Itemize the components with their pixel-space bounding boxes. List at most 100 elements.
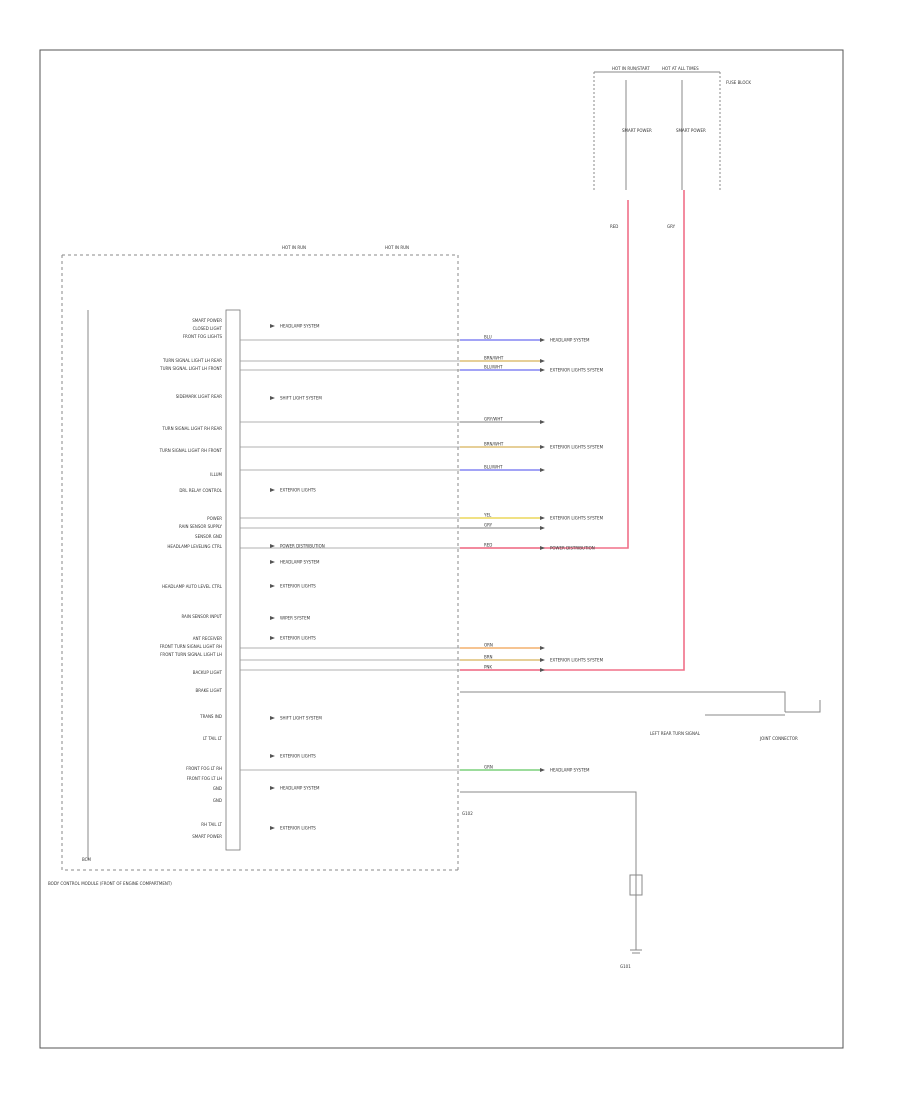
pin-label: GND (213, 786, 222, 791)
pin-label: ANT RECEIVER (193, 636, 223, 641)
wire-label: GRY/WHT (484, 417, 503, 422)
pin-label: FRONT TURN SIGNAL LIGHT LH (160, 652, 222, 657)
pin-label: POWER (207, 516, 222, 521)
circuit-wires: BLU HEADLAMP SYSTEM BRN/WHT BLU/WHT EXTERIOR… (240, 335, 604, 773)
pin-label: ILLUM (210, 472, 222, 477)
top-wire-label-2: GRY (667, 224, 676, 229)
pin-label: TURN SIGNAL LIGHT LH REAR (162, 358, 222, 363)
connector-arrow (540, 546, 545, 550)
ref-arrow (270, 584, 275, 588)
pin-label: RH TAIL LT (201, 822, 222, 827)
ref-arrow (270, 716, 275, 720)
pin-label: LT TAIL LT (203, 736, 223, 741)
ref-label: EXTERIOR LIGHTS (280, 754, 316, 759)
connector-arrow (540, 368, 545, 372)
wire-label: BLU/WHT (484, 465, 503, 470)
ref-arrow (270, 826, 275, 830)
diagram-frame (39, 49, 844, 1049)
top-fuse-1: SMART POWER (622, 128, 652, 133)
wire-label: BLU (484, 335, 492, 340)
top-wire-label-1: RED (610, 224, 618, 229)
pin-label: FRONT FOG LIGHTS (183, 334, 223, 339)
red-wires (460, 190, 685, 671)
relay-label-2: HOT IN RUN (385, 245, 409, 250)
pin-label: HEADLAMP AUTO LEVEL CTRL (162, 584, 223, 589)
pin-label: SMART POWER (192, 834, 222, 839)
connector-arrow (540, 658, 545, 662)
ref-label: SHIFT LIGHT SYSTEM (280, 716, 322, 721)
right-ref-label: HEADLAMP SYSTEM (550, 768, 590, 773)
ground-label-2: G102 (462, 811, 473, 816)
bcm-label: BCM (82, 857, 91, 862)
top-fuse-2: SMART POWER (676, 128, 706, 133)
bottom-left-note: BODY CONTROL MODULE (FRONT OF ENGINE COM… (48, 881, 172, 886)
ref-label: HEADLAMP SYSTEM (280, 560, 320, 565)
pin-label: BRAKE LIGHT (196, 688, 223, 693)
wire-label: GRY (484, 523, 493, 528)
reference-arrows: HEADLAMP SYSTEM SHIFT LIGHT SYSTEM EXTERIO… (270, 324, 325, 831)
right-ref-label: EXTERIOR LIGHTS SYSTEM (550, 516, 604, 521)
wire-label: GRN (484, 765, 493, 770)
connector-label: JOINT CONNECTOR (759, 736, 798, 741)
right-ref-label: EXTERIOR LIGHTS SYSTEM (550, 658, 604, 663)
connector-arrow (540, 768, 545, 772)
ground-label-1: G101 (620, 964, 631, 969)
pin-label: RAIN SENSOR INPUT (181, 614, 222, 619)
connector-arrow (540, 668, 545, 672)
top-fuse-module: HOT IN RUN/START HOT AT ALL TIMES FUSE B… (593, 66, 751, 229)
ref-arrow (270, 544, 275, 548)
pin-label: SENSOR GND (195, 534, 222, 539)
ref-label: HEADLAMP SYSTEM (280, 786, 320, 791)
ref-label: EXTERIOR LIGHTS (280, 584, 316, 589)
top-module-right-label: HOT AT ALL TIMES (662, 66, 699, 71)
connector-arrow (540, 646, 545, 650)
connector-arrow (540, 338, 545, 342)
bcm-connector (225, 309, 241, 851)
connector-arrow (540, 420, 545, 424)
ref-label: EXTERIOR LIGHTS (280, 636, 316, 641)
ref-arrow (270, 396, 275, 400)
right-ref-label: EXTERIOR LIGHTS SYSTEM (550, 445, 604, 450)
ref-arrow (270, 754, 275, 758)
sensor-label: LEFT REAR TURN SIGNAL (650, 731, 701, 736)
pin-label: FRONT FOG LT LH (187, 776, 222, 781)
connector-arrow (540, 516, 545, 520)
pin-label: FRONT FOG LT RH (186, 766, 222, 771)
pin-label: HEADLAMP LEVELING CTRL (167, 544, 222, 549)
top-module-box-label: FUSE BLOCK (726, 80, 751, 85)
ref-arrow (270, 636, 275, 640)
ref-label: EXTERIOR LIGHTS (280, 826, 316, 831)
relay-label-1: HOT IN RUN (282, 245, 306, 250)
pin-label: FRONT TURN SIGNAL LIGHT RH (160, 644, 222, 649)
right-ref-label: HEADLAMP SYSTEM (550, 338, 590, 343)
connector-arrow (540, 359, 545, 363)
pin-label: DRL RELAY CONTROL (179, 488, 222, 493)
wire-label: BRN (484, 655, 493, 660)
connector-arrow (540, 526, 545, 530)
ref-arrow (270, 324, 275, 328)
ref-arrow (270, 488, 275, 492)
ref-arrow (270, 560, 275, 564)
ref-label: WIPER SYSTEM (280, 616, 311, 621)
pin-label: TRANS IND (199, 714, 222, 719)
ref-arrow (270, 616, 275, 620)
wire-label: ORN (484, 643, 493, 648)
pin-label: SIDEMARK LIGHT REAR (176, 394, 222, 399)
pin-label: TURN SIGNAL LIGHT RH REAR (161, 426, 222, 431)
wire-label: RED (484, 543, 492, 548)
pin-label: CLOSED LIGHT (193, 326, 223, 331)
wire-label: BRN/WHT (484, 442, 504, 447)
right-ref-label: EXTERIOR LIGHTS SYSTEM (550, 368, 604, 373)
pin-label: GND (213, 798, 222, 803)
wire-label: PNK (484, 665, 492, 670)
wire-label: BLU/WHT (484, 365, 503, 370)
ref-label: HEADLAMP SYSTEM (280, 324, 320, 329)
right-ref-label: POWER DISTRIBUTION (550, 546, 595, 551)
ref-label: POWER DISTRIBUTION (280, 544, 325, 549)
connector-arrow (540, 445, 545, 449)
pin-label: BACKUP LIGHT (193, 670, 223, 675)
pin-label: SMART POWER (192, 318, 222, 323)
pin-labels: SMART POWER CLOSED LIGHT FRONT FOG LIGHTS T… (159, 318, 223, 839)
pin-label: RAIN SENSOR SUPPLY (179, 524, 223, 529)
